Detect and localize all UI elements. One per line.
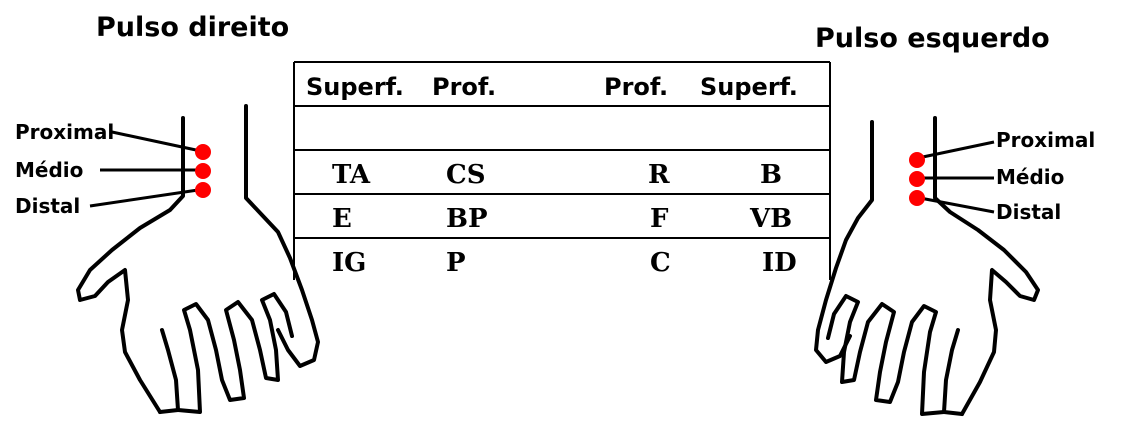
right-hand-leader-lines bbox=[89, 130, 199, 208]
right-medio-label: Médio bbox=[15, 158, 84, 182]
right-hand-drawing bbox=[76, 104, 320, 414]
table-cell: IG bbox=[332, 248, 367, 278]
table-cell: C bbox=[650, 248, 671, 278]
left-pulse-title: Pulso esquerdo bbox=[815, 23, 1050, 54]
table-cell: P bbox=[446, 248, 466, 278]
left-hand-leader-lines bbox=[917, 140, 995, 214]
header-right-deep: Prof. bbox=[432, 73, 497, 101]
header-left-deep: Prof. bbox=[604, 73, 669, 101]
table-cell: F bbox=[650, 204, 669, 234]
left-hand-pulse-points bbox=[909, 152, 925, 206]
left-medio-label: Médio bbox=[996, 165, 1065, 189]
header-right-superficial: Superf. bbox=[306, 73, 404, 101]
pulse-table-grid bbox=[293, 61, 831, 280]
table-cell: BP bbox=[446, 204, 488, 234]
left-hand-drawing bbox=[814, 116, 1040, 416]
left-distal-label: Distal bbox=[996, 200, 1062, 224]
table-cell: R bbox=[648, 160, 670, 190]
header-left-superficial: Superf. bbox=[700, 73, 798, 101]
table-cell: CS bbox=[446, 160, 486, 190]
table-cell: B bbox=[760, 160, 782, 190]
right-hand-pulse-points bbox=[195, 144, 211, 198]
right-distal-label: Distal bbox=[15, 194, 81, 218]
table-cell: ID bbox=[762, 248, 797, 278]
right-proximal-label: Proximal bbox=[15, 120, 115, 144]
right-pulse-title: Pulso direito bbox=[96, 12, 290, 43]
table-cell: VB bbox=[750, 204, 793, 234]
left-proximal-label: Proximal bbox=[996, 128, 1096, 152]
table-cell: E bbox=[332, 204, 352, 234]
table-cell: TA bbox=[332, 160, 371, 190]
